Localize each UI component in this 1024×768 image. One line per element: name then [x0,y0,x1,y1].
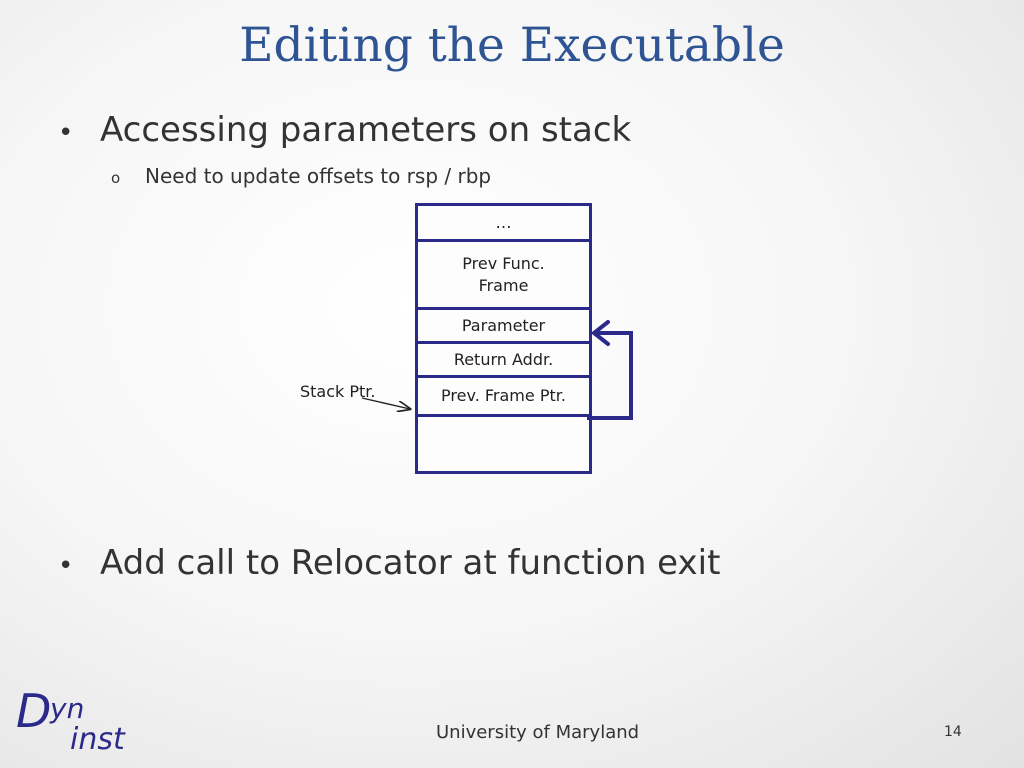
sub-bullet-1-text: Need to update offsets to rsp / rbp [145,164,492,188]
stack-cell-prev-func-frame: Prev Func. Frame [418,242,589,310]
logo-yn: yn [50,692,85,725]
bullet-2-text: Add call to Relocator at function exit [100,543,721,583]
logo-inst: inst [70,722,125,757]
sub-bullet-dot-icon: o [111,169,121,187]
logo-d: D [16,684,52,738]
bullet-1-text: Accessing parameters on stack [100,110,632,150]
bullet-1: • Accessing parameters on stack [58,110,631,150]
stack-cell-ellipsis: … [418,206,589,242]
footer-institution: University of Maryland [436,722,640,743]
frame-pointer-arrowhead-icon [590,320,610,346]
stack-diagram: … Prev Func. Frame Parameter Return Addr… [415,203,592,474]
bullet-dot-icon: • [58,551,74,581]
stack-cell-parameter: Parameter [418,310,589,344]
stack-cell-return-addr: Return Addr. [418,344,589,378]
dyninst-logo: D yn inst [16,684,136,764]
frame-pointer-arrow [587,331,633,420]
bullet-2: • Add call to Relocator at function exit [58,543,720,583]
stack-pointer-arrow [361,397,410,409]
slide-title: Editing the Executable [239,18,785,73]
sub-bullet-1: o Need to update offsets to rsp / rbp [111,164,491,188]
stack-pointer-label: Stack Ptr. [300,382,376,401]
stack-cell-prev-frame-ptr: Prev. Frame Ptr. [418,378,589,417]
page-number: 14 [944,724,962,740]
bullet-dot-icon: • [58,118,74,148]
